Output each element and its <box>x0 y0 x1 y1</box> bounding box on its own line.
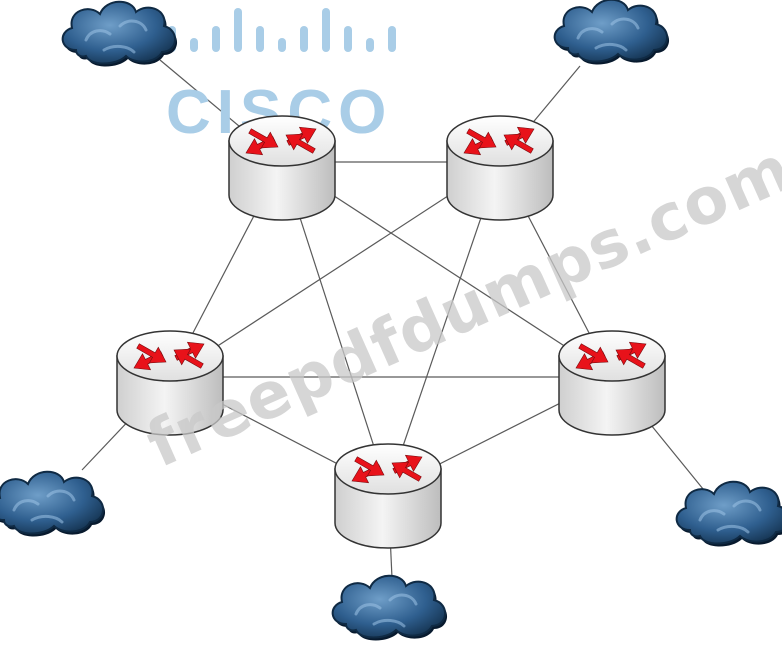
router-icon <box>228 115 336 221</box>
router-arrows-icon <box>575 341 647 371</box>
router-arrows-icon <box>133 341 205 371</box>
router-arrows-icon <box>463 126 535 156</box>
router-icon <box>116 330 224 436</box>
cisco-logo-bar <box>388 26 396 52</box>
link-r2-r3 <box>169 161 501 378</box>
router-icon <box>446 115 554 221</box>
router-arrows-icon <box>245 126 317 156</box>
cloud-icon <box>0 470 106 537</box>
cisco-logo-bar <box>300 26 308 52</box>
router-arrows-icon <box>351 454 423 484</box>
cisco-logo-bar <box>190 38 198 52</box>
routers-layer <box>116 115 666 549</box>
cloud-icon <box>675 480 782 547</box>
cloud-icon <box>331 574 448 641</box>
cisco-logo-bar <box>322 8 330 52</box>
cloud-icon <box>553 0 670 65</box>
cisco-logo-bar <box>234 8 242 52</box>
cloud-icon <box>61 0 178 67</box>
link-r1-r4 <box>281 161 613 378</box>
cisco-logo-bars <box>146 8 396 52</box>
cisco-logo-bar <box>344 26 352 52</box>
cisco-logo-bar <box>366 38 374 52</box>
cisco-logo-bar <box>256 26 264 52</box>
router-icon <box>558 330 666 436</box>
cisco-logo-bar <box>278 38 286 52</box>
router-icon <box>334 443 442 549</box>
cisco-logo-bar <box>212 26 220 52</box>
